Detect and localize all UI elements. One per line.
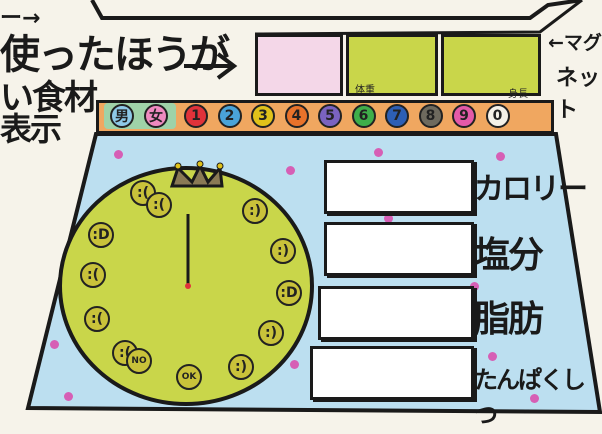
decor-dot bbox=[286, 166, 295, 175]
decor-dot bbox=[470, 282, 479, 291]
nutrient-label: たんぱくしつ bbox=[474, 366, 586, 429]
face-icon: :( bbox=[146, 192, 172, 218]
decor-dot bbox=[384, 214, 393, 223]
face-icon: :) bbox=[228, 354, 254, 380]
dial-label-no: NO bbox=[126, 348, 152, 374]
number-button-6[interactable]: 6 bbox=[351, 104, 376, 128]
face-icon: :) bbox=[242, 198, 268, 224]
number-button-5[interactable]: 5 bbox=[318, 104, 342, 128]
number-button-2[interactable]: 2 bbox=[217, 104, 242, 128]
nutrient-value-box bbox=[310, 346, 474, 400]
number-button-4[interactable]: 4 bbox=[284, 104, 309, 128]
nutrient-value-box bbox=[324, 222, 474, 276]
number-button-7[interactable]: 7 bbox=[385, 104, 409, 128]
face-icon: :( bbox=[84, 306, 110, 332]
height-panel[interactable]: 身長 bbox=[441, 34, 541, 100]
number-button-1[interactable]: 1 bbox=[184, 104, 208, 128]
decor-dot bbox=[114, 150, 123, 159]
weight-label: 体重 bbox=[355, 85, 375, 96]
face-icon: :) bbox=[270, 238, 296, 264]
crown-icon bbox=[169, 162, 224, 188]
number-button-0[interactable]: 0 bbox=[485, 104, 510, 128]
nutrient-label: カロリー bbox=[474, 172, 588, 207]
decor-dot bbox=[50, 340, 59, 349]
nutrient-label: 塩分 bbox=[474, 235, 544, 276]
nutrient-value-box bbox=[318, 286, 474, 340]
decor-dot bbox=[290, 360, 299, 369]
face-icon: :) bbox=[258, 320, 284, 346]
weight-panel[interactable]: 体重 bbox=[346, 34, 438, 96]
note-ingredients: い食材 bbox=[0, 78, 98, 118]
height-label: 身長 bbox=[508, 89, 528, 100]
nutrient-value-box bbox=[324, 160, 474, 214]
decor-dot bbox=[496, 152, 505, 161]
dial-center bbox=[185, 283, 191, 289]
decor-dot bbox=[64, 392, 73, 401]
note-magnet-arrow: ←マグ bbox=[548, 32, 602, 54]
number-button-8[interactable]: 8 bbox=[418, 104, 443, 128]
decor-dot bbox=[374, 148, 383, 157]
face-icon: :( bbox=[80, 262, 106, 288]
number-button-9[interactable]: 9 bbox=[452, 104, 476, 128]
face-icon: :D bbox=[88, 222, 114, 248]
nutrient-label: 脂肪 bbox=[474, 299, 544, 340]
decor-dot bbox=[530, 394, 539, 403]
note-display: 表示 bbox=[0, 110, 62, 148]
number-button-3[interactable]: 3 bbox=[251, 104, 275, 128]
female-button[interactable]: 女 bbox=[144, 104, 168, 128]
note-arrow-top: ー→ bbox=[0, 6, 41, 31]
note-better-to-use: 使ったほうが bbox=[0, 32, 230, 78]
note-magnet: ネット bbox=[556, 66, 601, 123]
ingredient-display-panel bbox=[255, 34, 343, 96]
male-button[interactable]: 男 bbox=[110, 104, 134, 128]
dial-label-ok: OK bbox=[176, 364, 202, 390]
decor-dot bbox=[488, 352, 497, 361]
face-icon: :D bbox=[276, 280, 302, 306]
